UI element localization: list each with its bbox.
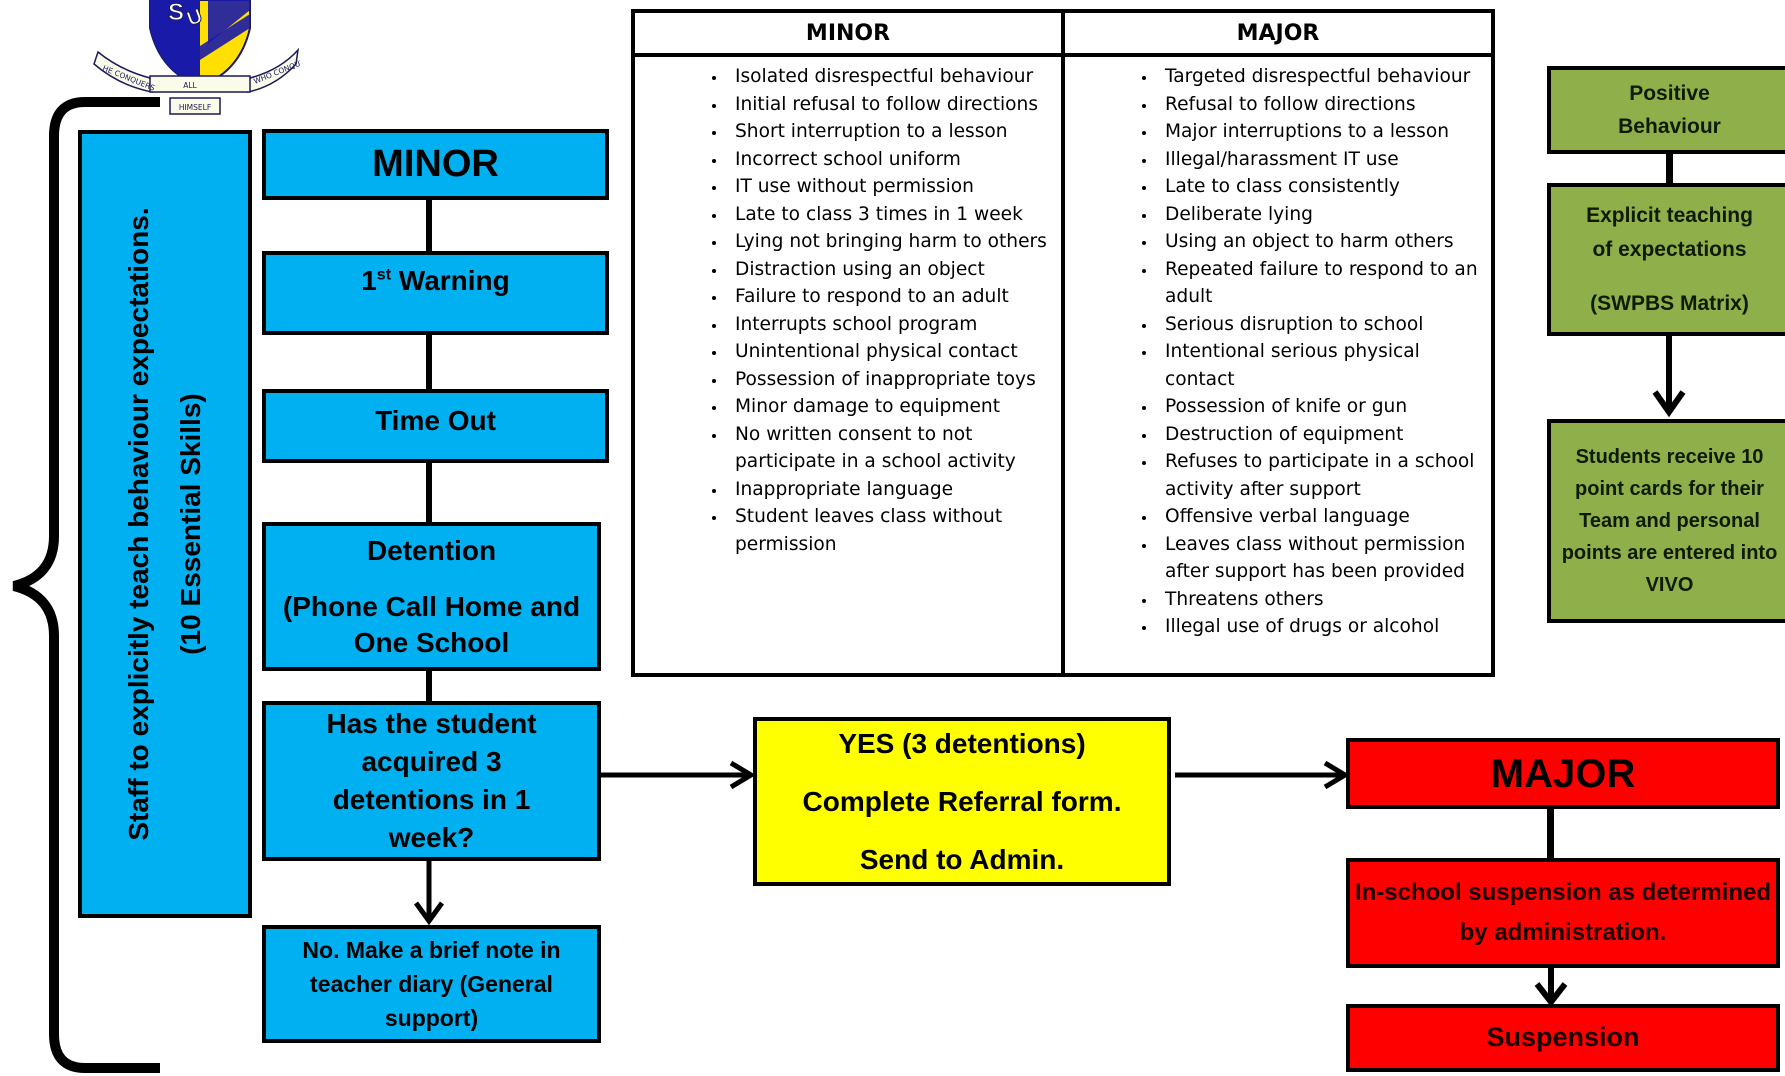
sidebar-line-2: (10 Essential Skills) (175, 393, 206, 655)
crest-motto-4: HIMSELF (179, 103, 211, 112)
arrow-right-icon (1175, 760, 1350, 790)
swpbs-matrix-label: (SWPBS Matrix) (1590, 291, 1749, 315)
arrow-down-icon (1652, 334, 1686, 418)
major-item: Threatens others (1157, 586, 1483, 614)
major-item: Major interruptions to a lesson (1157, 118, 1483, 146)
connector-line (426, 333, 432, 391)
table-header-major: MAJOR (1061, 13, 1491, 53)
minor-item: Incorrect school uniform (727, 146, 1053, 174)
minor-item: Unintentional physical contact (727, 338, 1053, 366)
minor-item: Distraction using an object (727, 256, 1053, 284)
minor-item: Possession of inappropriate toys (727, 366, 1053, 394)
time-out-label: Time Out (375, 405, 496, 436)
minor-item: Interrupts school program (727, 311, 1053, 339)
major-item: Using an object to harm others (1157, 228, 1483, 256)
time-out-box: Time Out (262, 389, 609, 463)
major-title: MAJOR (1490, 751, 1636, 796)
minor-item: Late to class 3 times in 1 week (727, 201, 1053, 229)
detention-box: Detention (Phone Call Home and One Schoo… (262, 522, 601, 671)
table-header-minor: MINOR (805, 20, 891, 46)
connector-line (426, 198, 432, 252)
minor-item: Student leaves class without permission (727, 503, 1053, 558)
first-warning-label: 1st Warning (361, 265, 510, 296)
major-item: Repeated failure to respond to an adult (1157, 256, 1483, 311)
major-item: Serious disruption to school (1157, 311, 1483, 339)
first-warning-box: 1st Warning (262, 251, 609, 335)
point-cards-label: Students receive 10 point cards for thei… (1561, 446, 1778, 596)
minor-behaviours-column: Isolated disrespectful behaviourInitial … (635, 57, 1061, 673)
positive-behaviour-title: Positive Behaviour (1618, 82, 1721, 138)
minor-item: Inappropriate language (727, 476, 1053, 504)
major-item: Offensive verbal language (1157, 503, 1483, 531)
suspension-label: Suspension (1486, 1022, 1640, 1053)
referral-box: YES (3 detentions) Complete Referral for… (753, 717, 1171, 886)
major-behaviours-column: Targeted disrespectful behaviourRefusal … (1061, 57, 1491, 673)
minor-item: Failure to respond to an adult (727, 283, 1053, 311)
crest-motto-2: ALL (183, 81, 197, 90)
arrow-down-icon (413, 859, 445, 926)
minor-item: No written consent to not participate in… (727, 421, 1053, 476)
detention-detail: (Phone Call Home and One School (282, 590, 581, 658)
school-crest-logo: S U HE CONQUERS ALL WHO CONQUERS HIMSELF (90, 0, 315, 118)
staff-expectations-panel: Staff to explicitly teach behaviour expe… (78, 130, 252, 918)
arrow-right-icon (599, 760, 756, 790)
major-item: Illegal use of drugs or alcohol (1157, 613, 1483, 641)
referral-line-3: Send to Admin. (859, 843, 1065, 875)
detention-title: Detention (366, 534, 497, 566)
minor-item: IT use without permission (727, 173, 1053, 201)
minor-behaviours-list: Isolated disrespectful behaviourInitial … (635, 63, 1061, 558)
question-label: Has the student acquired 3 detentions in… (326, 708, 537, 853)
svg-text:S: S (168, 0, 184, 26)
major-item: Intentional serious physical contact (1157, 338, 1483, 393)
minor-item: Lying not bringing harm to others (727, 228, 1053, 256)
referral-line-2: Complete Referral form. (802, 785, 1122, 817)
minor-title: MINOR (372, 142, 499, 185)
explicit-teaching-box: Explicit teaching of expectations (SWPBS… (1547, 183, 1785, 336)
left-brace-icon (12, 97, 160, 1073)
behaviour-table: MINOR MAJOR Isolated disrespectful behav… (631, 9, 1495, 677)
arrow-down-icon (1534, 966, 1568, 1007)
no-answer-box: No. Make a brief note in teacher diary (… (262, 925, 601, 1043)
minor-item: Short interruption to a lesson (727, 118, 1053, 146)
explicit-teaching-label: Explicit teaching of expectations (1586, 203, 1753, 261)
connector-line (1547, 807, 1554, 862)
in-school-suspension-label: In-school suspension as determined by ad… (1354, 879, 1772, 946)
referral-line-1: YES (3 detentions) (838, 727, 1086, 759)
minor-title-box: MINOR (262, 129, 609, 200)
question-box: Has the student acquired 3 detentions in… (262, 701, 601, 861)
no-answer-label: No. Make a brief note in teacher diary (… (302, 937, 561, 1031)
major-title-box: MAJOR (1346, 738, 1780, 809)
major-item: Late to class consistently (1157, 173, 1483, 201)
major-item: Refuses to participate in a school activ… (1157, 448, 1483, 503)
major-item: Deliberate lying (1157, 201, 1483, 229)
connector-line (1666, 152, 1673, 186)
major-item: Destruction of equipment (1157, 421, 1483, 449)
major-item: Leaves class without permission after su… (1157, 531, 1483, 586)
connector-line (426, 461, 432, 523)
connector-line (426, 669, 432, 703)
major-item: Illegal/harassment IT use (1157, 146, 1483, 174)
in-school-suspension-box: In-school suspension as determined by ad… (1346, 858, 1780, 968)
minor-item: Minor damage to equipment (727, 393, 1053, 421)
sidebar-line-1: Staff to explicitly teach behaviour expe… (123, 207, 154, 841)
major-item: Possession of knife or gun (1157, 393, 1483, 421)
minor-item: Isolated disrespectful behaviour (727, 63, 1053, 91)
suspension-box: Suspension (1346, 1004, 1780, 1072)
major-item: Targeted disrespectful behaviour (1157, 63, 1483, 91)
positive-behaviour-box: Positive Behaviour (1547, 66, 1785, 154)
minor-item: Initial refusal to follow directions (727, 91, 1053, 119)
major-behaviours-list: Targeted disrespectful behaviourRefusal … (1065, 63, 1491, 641)
major-item: Refusal to follow directions (1157, 91, 1483, 119)
point-cards-box: Students receive 10 point cards for thei… (1547, 419, 1785, 623)
